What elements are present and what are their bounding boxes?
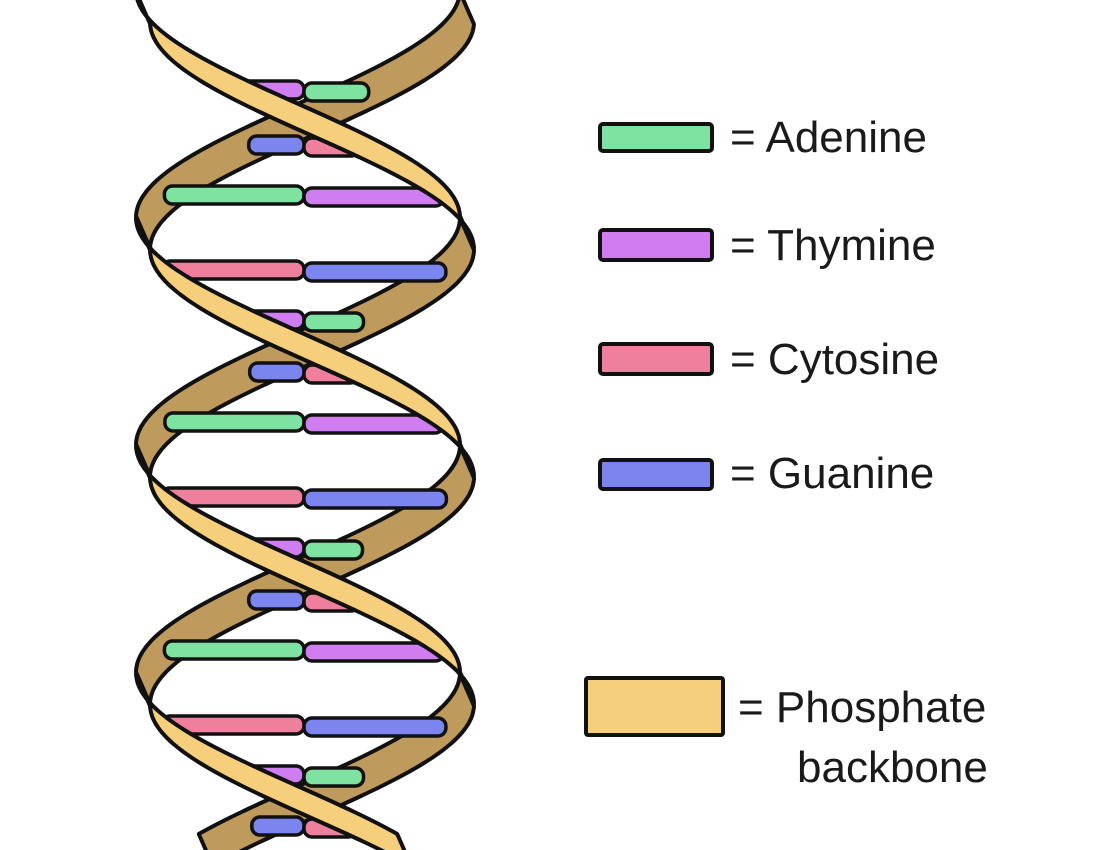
adenine-swatch — [598, 122, 714, 153]
guanine-base — [247, 361, 306, 383]
legend-item-backbone: = Phosphate backbone — [584, 676, 988, 792]
cytosine-swatch — [598, 342, 714, 376]
legend-label-cytosine: = Cytosine — [730, 335, 939, 384]
base-pair — [160, 259, 448, 283]
legend: = Adenine = Thymine = Cytosine = Guanine… — [584, 113, 988, 792]
backbone-front-strand — [134, 0, 476, 850]
adenine-base — [302, 311, 366, 333]
guanine-base — [250, 815, 306, 837]
guanine-base — [302, 488, 449, 510]
adenine-base — [162, 639, 306, 661]
base-pair — [243, 537, 365, 561]
guanine-base — [246, 134, 306, 156]
dna-double-helix — [134, 0, 476, 850]
backbone-front-segment — [135, 0, 476, 250]
guanine-swatch — [598, 458, 714, 491]
adenine-base — [163, 411, 306, 433]
base-pair — [160, 714, 448, 738]
legend-label-adenine: = Adenine — [730, 113, 927, 162]
legend-item-thymine: = Thymine — [598, 221, 936, 270]
legend-item-cytosine: = Cytosine — [598, 335, 939, 384]
backbone-swatch — [584, 676, 725, 737]
base-pairs — [159, 79, 449, 839]
guanine-base — [246, 589, 306, 611]
base-pair — [162, 639, 446, 663]
adenine-base — [162, 184, 306, 206]
adenine-base — [302, 539, 365, 561]
thymine-swatch — [598, 228, 714, 262]
backbone-front-segment — [134, 672, 407, 850]
adenine-base — [302, 81, 371, 103]
backbone-front-segment — [134, 444, 476, 706]
base-pair — [162, 184, 446, 208]
legend-label-backbone-line1: = Phosphate — [738, 683, 986, 732]
legend-item-guanine: = Guanine — [598, 449, 934, 498]
legend-label-backbone-line2: backbone — [797, 743, 988, 792]
legend-label-guanine: = Guanine — [730, 449, 934, 498]
base-pair — [163, 411, 445, 435]
adenine-base — [302, 766, 366, 788]
guanine-base — [302, 261, 448, 283]
base-pair — [159, 486, 449, 510]
guanine-base — [302, 716, 448, 738]
legend-item-adenine: = Adenine — [598, 113, 927, 162]
legend-label-thymine: = Thymine — [730, 221, 936, 270]
backbone-front-segment — [134, 216, 476, 478]
